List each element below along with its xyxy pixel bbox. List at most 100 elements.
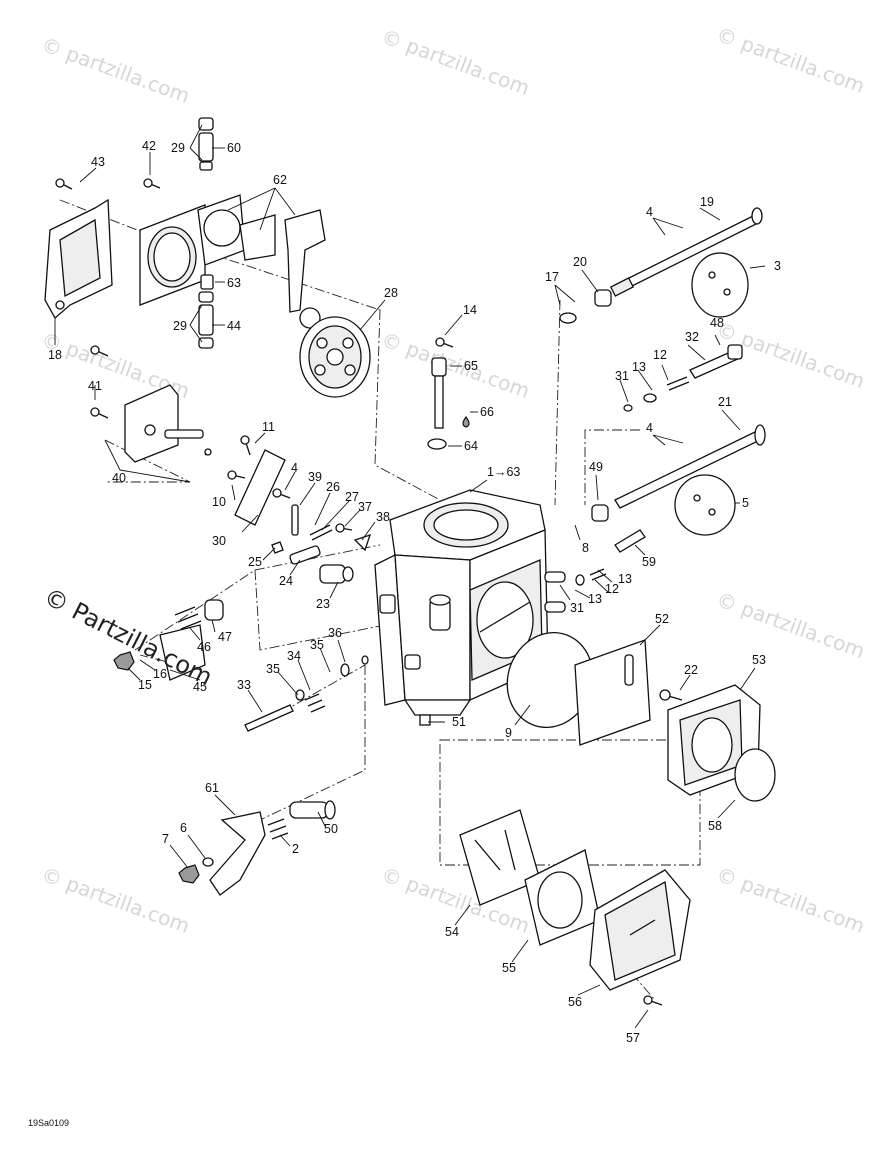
callout-18: 18 [48,348,62,362]
callout-63: 63 [227,276,241,290]
callout-4: 4 [646,421,653,435]
callout-59: 59 [642,555,656,569]
watermark: © partzilla.com [378,327,533,403]
callout-29: 29 [171,141,185,155]
callout-labels: 43 42 29 60 62 63 29 44 18 28 41 40 14 6… [48,139,781,1045]
callout-54: 54 [445,925,459,939]
callout-53: 53 [752,653,766,667]
watermark: © partzilla.com [713,22,868,98]
callout-65: 65 [464,359,478,373]
callout-37: 37 [358,500,372,514]
callout-30: 30 [212,534,226,548]
lever-assembly-part-45 [113,599,224,681]
callout-15: 15 [138,678,152,692]
callout-64: 64 [464,439,478,453]
callout-44: 44 [227,319,241,333]
bolt-part-65 [427,357,470,450]
callout-9: 9 [505,726,512,740]
callout-41: 41 [88,379,102,393]
callout-20: 20 [573,255,587,269]
callout-4: 4 [291,461,298,475]
cover-part-56 [589,869,691,991]
callout-6: 6 [180,821,187,835]
callout-38: 38 [376,510,390,524]
mounting-plate [139,204,206,306]
watermark: © partzilla.com [38,32,193,108]
callout-47: 47 [218,630,232,644]
throttle-lever-part-61 [178,800,336,896]
callout-49: 49 [589,460,603,474]
callout-36: 36 [328,626,342,640]
watermark: © partzilla.com [378,24,533,100]
callout-62: 62 [273,173,287,187]
callout-50: 50 [324,822,338,836]
callout-23: 23 [316,597,330,611]
pump-cover-part-53 [667,684,776,802]
lever-part-30 [234,449,372,584]
watermark-layer: © partzilla.com © partzilla.com © partzi… [38,22,868,938]
callout-7: 7 [162,832,169,846]
watermark: © partzilla.com [713,587,868,663]
callout-13: 13 [618,572,632,586]
callout-25: 25 [248,555,262,569]
callout-12: 12 [605,582,619,596]
gasket-part-55 [524,849,601,946]
callout-1-to-63: 1→63 [487,465,520,479]
cover-part-40 [124,384,204,463]
callout-32: 32 [685,330,699,344]
callout-34: 34 [287,649,301,663]
watermark: © partzilla.com [38,862,193,938]
carburetor-body [374,489,566,726]
callout-66: 66 [480,405,494,419]
pump-body-part-62 [197,194,326,329]
mixture-screw-part-59 [575,529,646,586]
diaphragm-part-28 [299,316,371,398]
callout-3: 3 [774,259,781,273]
watermark: © partzilla.com [713,862,868,938]
callout-13: 13 [588,592,602,606]
callout-13: 13 [632,360,646,374]
callout-52: 52 [655,612,669,626]
callout-55: 55 [502,961,516,975]
callout-29: 29 [173,319,187,333]
callout-43: 43 [91,155,105,169]
callout-48: 48 [710,316,724,330]
callout-45: 45 [193,680,207,694]
screws [55,178,683,1006]
callout-8: 8 [582,541,589,555]
fittings-29-60-63-44 [198,117,214,349]
callout-35: 35 [266,662,280,676]
callout-26: 26 [326,480,340,494]
callout-35: 35 [310,638,324,652]
bracket-part-18 [44,198,113,320]
callout-22: 22 [684,663,698,677]
callout-58: 58 [708,819,722,833]
callout-39: 39 [308,470,322,484]
callout-57: 57 [626,1031,640,1045]
gasket-part-52 [574,639,651,746]
callout-31: 31 [570,601,584,615]
callout-56: 56 [568,995,582,1009]
callout-42: 42 [142,139,156,153]
callout-14: 14 [463,303,477,317]
choke-shaft-part-21 [591,424,766,536]
callout-11: 11 [262,420,275,434]
leader-lines [54,124,766,1029]
callout-19: 19 [700,195,714,209]
callout-5: 5 [742,496,749,510]
callout-16: 16 [153,667,167,681]
callout-10: 10 [212,495,226,509]
callout-60: 60 [227,141,241,155]
callout-51: 51 [452,715,466,729]
callout-40: 40 [112,471,126,485]
diagram-code: 19Sa0109 [28,1118,69,1128]
callout-24: 24 [279,574,293,588]
callout-4: 4 [646,205,653,219]
callout-27: 27 [345,490,359,504]
callout-31: 31 [615,369,629,383]
needle-part-33 [244,655,369,732]
callout-2: 2 [292,842,299,856]
callout-46: 46 [197,640,211,654]
